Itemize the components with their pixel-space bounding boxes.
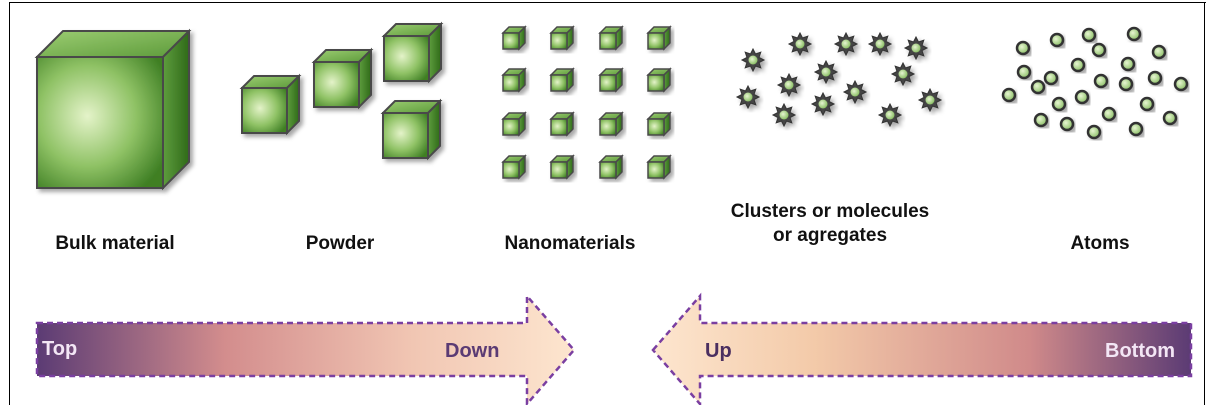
- atom-dot-icon: [1101, 106, 1117, 122]
- nano-cube-icon: [501, 25, 527, 51]
- nano-cube-icon: [646, 154, 672, 180]
- atom-dot-icon: [1081, 27, 1097, 43]
- atom-dot-icon: [1033, 112, 1049, 128]
- atom-dot-icon: [1070, 57, 1086, 73]
- atom-dot-icon: [1173, 76, 1189, 92]
- nanomaterial-cubes: [501, 25, 672, 180]
- cluster-star-icon: [903, 35, 929, 61]
- cluster-star-icon: [833, 31, 859, 57]
- nano-cube-icon: [549, 154, 575, 180]
- powder-cube-icon: [311, 47, 374, 110]
- cluster-star-icon: [867, 31, 893, 57]
- atom-dot-icon: [1118, 76, 1134, 92]
- nano-cube-icon: [598, 111, 624, 137]
- powder-cube-icon: [381, 21, 444, 84]
- nano-cube-icon: [549, 111, 575, 137]
- cluster-star-icon: [771, 102, 797, 128]
- atom-dot-icon: [1091, 42, 1107, 58]
- cluster-star-icon: [890, 61, 916, 87]
- stage-label-powder: Powder: [305, 233, 375, 254]
- atom-dot-icon: [1074, 89, 1090, 105]
- powder-cubes: [239, 21, 444, 161]
- atom-dot-icon: [1001, 87, 1017, 103]
- atom-dot-icon: [1086, 124, 1102, 140]
- atom-dot-icon: [1120, 56, 1136, 72]
- nano-cube-icon: [501, 67, 527, 93]
- nano-cube-icon: [501, 111, 527, 137]
- powder-cube-icon: [239, 73, 302, 136]
- atom-dot-icon: [1049, 32, 1065, 48]
- nano-cube-icon: [598, 25, 624, 51]
- atom-dot-icon: [1030, 79, 1046, 95]
- atom-dot-icon: [1016, 64, 1032, 80]
- nano-cube-icon: [549, 25, 575, 51]
- nano-cube-icon: [598, 154, 624, 180]
- nano-cube-icon: [646, 111, 672, 137]
- nano-cube-icon: [549, 67, 575, 93]
- cluster-star-icon: [735, 84, 761, 110]
- cluster-star-icon: [813, 59, 839, 85]
- cluster-particles: [735, 31, 943, 128]
- stage-label-atoms: Atoms: [1070, 233, 1130, 254]
- frame-top-border: [9, 2, 1206, 3]
- atom-dot-icon: [1139, 96, 1155, 112]
- frame-left-border: [9, 2, 10, 405]
- powder-cube-icon: [380, 98, 443, 161]
- stage-label-bulk-material: Bulk material: [55, 233, 175, 254]
- atom-dot-icon: [1051, 96, 1067, 112]
- atom-particles: [1001, 26, 1189, 140]
- nano-cube-icon: [598, 67, 624, 93]
- down-label: Down: [445, 340, 499, 362]
- atom-dot-icon: [1043, 70, 1059, 86]
- bottom-up-arrow: Up Bottom: [651, 292, 1193, 405]
- nano-cube-icon: [646, 67, 672, 93]
- atom-dot-icon: [1059, 116, 1075, 132]
- nano-cube-icon: [646, 25, 672, 51]
- cluster-star-icon: [842, 79, 868, 105]
- cluster-star-icon: [776, 72, 802, 98]
- cluster-star-icon: [810, 91, 836, 117]
- atom-dot-icon: [1015, 40, 1031, 56]
- up-label: Up: [705, 340, 732, 362]
- atom-dot-icon: [1128, 121, 1144, 137]
- top-down-arrow: Top Down: [35, 292, 576, 405]
- cluster-star-icon: [740, 47, 766, 73]
- atom-dot-icon: [1162, 110, 1178, 126]
- cluster-star-icon: [787, 31, 813, 57]
- frame-right-border: [1204, 2, 1205, 405]
- atom-dot-icon: [1093, 73, 1109, 89]
- nano-cube-icon: [501, 154, 527, 180]
- atom-dot-icon: [1126, 26, 1142, 42]
- stage-label-clusters: Clusters or molecules or agregates: [730, 201, 930, 246]
- bulk-cube-icon: [34, 28, 192, 191]
- atom-dot-icon: [1147, 70, 1163, 86]
- cluster-star-icon: [917, 87, 943, 113]
- atom-dot-icon: [1151, 44, 1167, 60]
- top-label: Top: [42, 338, 77, 360]
- bottom-label: Bottom: [1105, 340, 1175, 362]
- cluster-star-icon: [877, 102, 903, 128]
- stage-label-nanomaterials: Nanomaterials: [504, 233, 636, 254]
